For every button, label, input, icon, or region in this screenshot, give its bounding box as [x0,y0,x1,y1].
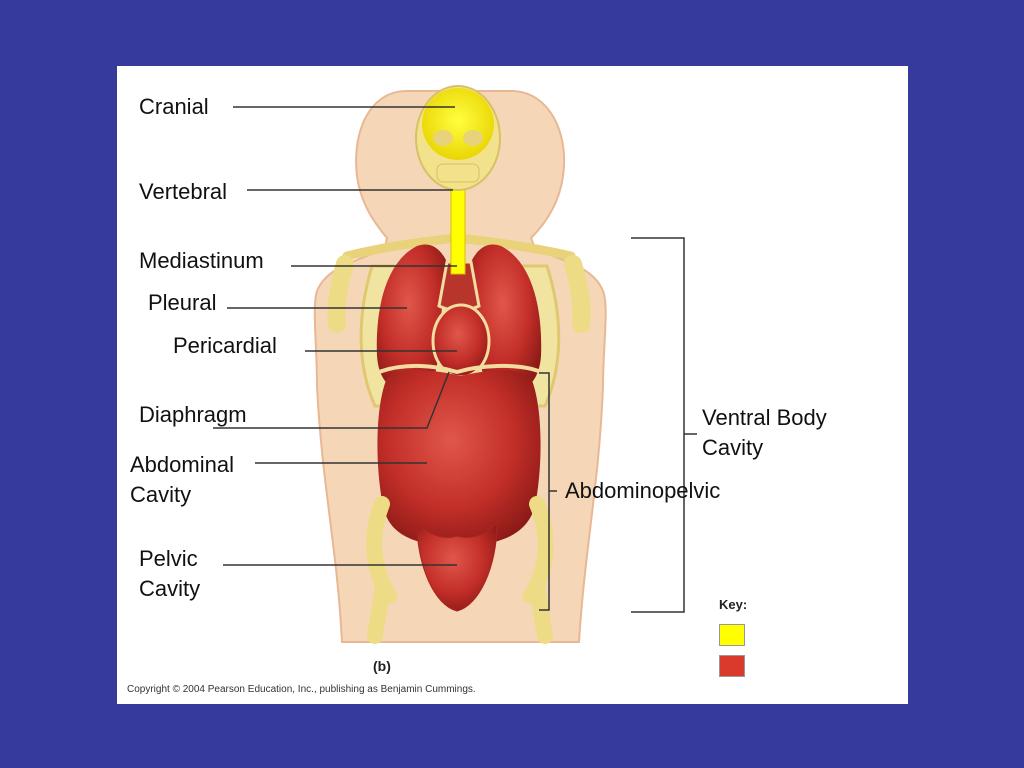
leader-lines [213,106,697,613]
left-lung [376,244,447,393]
diaphragm [378,363,542,375]
left-femur [367,578,391,644]
copyright-text: Copyright © 2004 Pearson Education, Inc.… [127,684,476,695]
label-cranial: Cranial [139,94,209,119]
right-femur [529,578,553,644]
abdominal-cavity [377,370,541,546]
label-abdominopelvic: Abdominopelvic [565,478,721,503]
key-swatch-yellow [719,624,745,646]
left-humerus [327,255,354,333]
label-pericardial: Pericardial [173,333,277,358]
label-vertebral: Vertebral [139,179,228,204]
label-mediastinum: Mediastinum [139,248,264,273]
bracket-ventral [631,237,685,613]
label-pleural: Pleural [148,290,217,315]
label-pelvic-cavity: Pelvic Cavity [139,546,201,601]
label-ventral-body-cavity: Ventral Body Cavity [702,405,827,460]
spinal-cord [450,177,466,275]
pelvic-cavity [416,522,498,612]
key-swatch-red [719,655,745,677]
key-title: Key: [719,597,748,612]
right-lung [471,244,542,393]
jaw [436,163,480,183]
diagram-panel: Cranial Vertebral Mediastinum Pleural Pe… [117,66,908,704]
anatomy-illustration [213,85,697,644]
label-abdominal-cavity: Abdominal Cavity [130,452,234,507]
eye-socket-left [433,130,453,146]
eye-socket-right [463,130,483,146]
leader-diaphragm [213,371,450,429]
label-diaphragm: Diaphragm [139,402,247,427]
right-humerus [564,255,591,333]
cranial-cavity [422,88,494,160]
figure-label: (b) [373,658,391,674]
